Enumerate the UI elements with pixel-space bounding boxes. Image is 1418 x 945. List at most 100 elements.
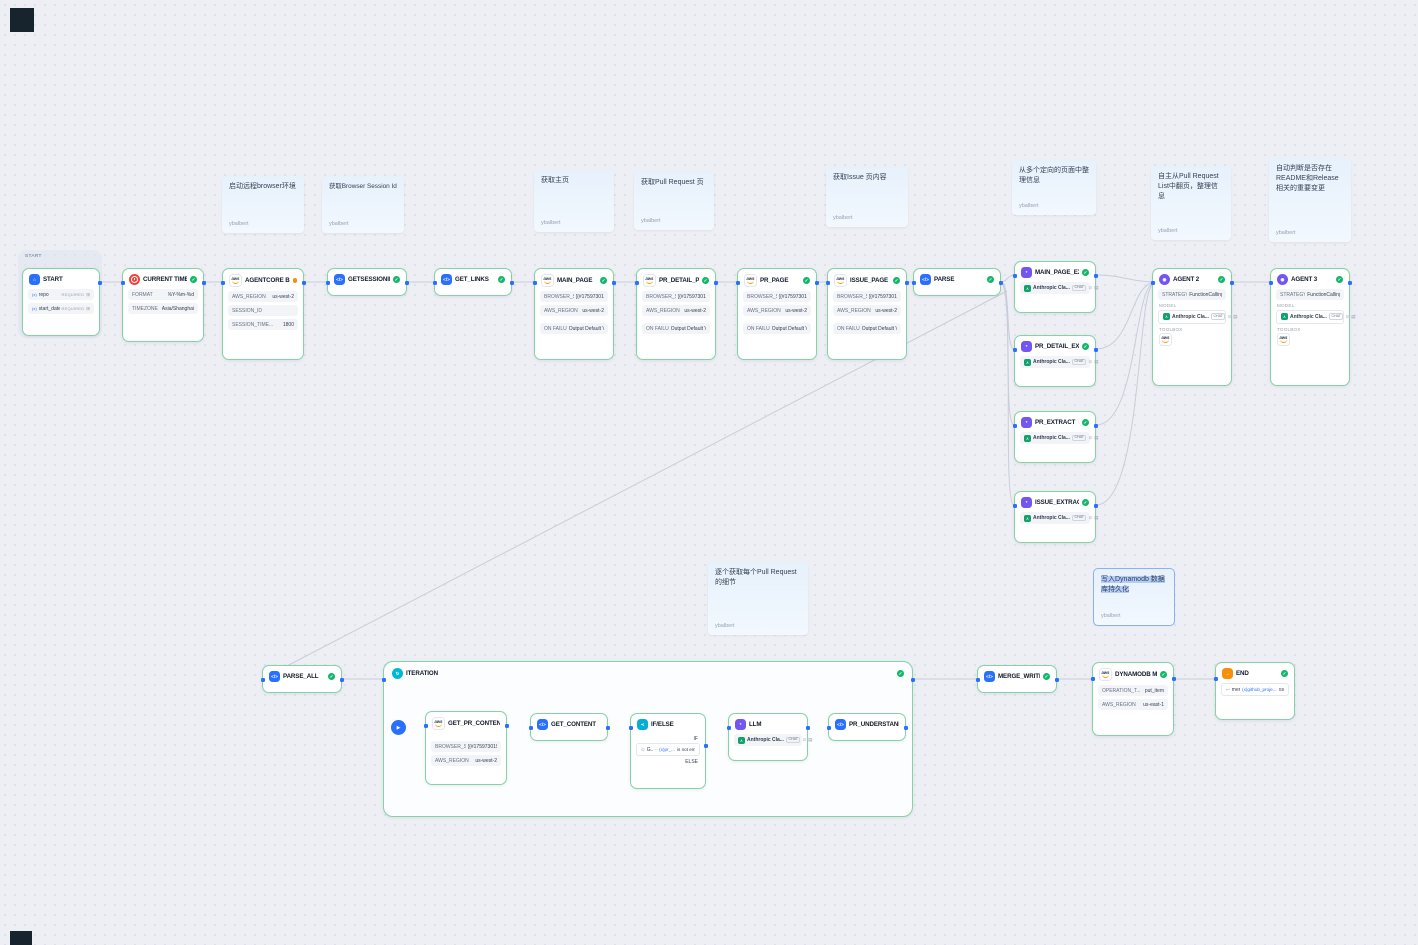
note-dynamodb[interactable]: 写入Dynamodb 数据库持久化 ybalbert [1093,568,1175,626]
input-port[interactable] [528,726,533,730]
input-port[interactable] [825,281,830,285]
input-port[interactable] [628,726,633,730]
output-port[interactable] [97,281,102,285]
input-port[interactable] [1268,281,1273,285]
input-port[interactable] [726,726,731,730]
output-port[interactable] [814,281,819,285]
config-row: BROWSER_SE...{{#1759730190... [642,291,710,302]
node-dynamodb-manager[interactable]: aws DYNAMODB MANAGER ✓ OPERATION_T...put… [1090,662,1176,736]
output-port[interactable] [1229,281,1234,285]
node-pr-detail-page[interactable]: aws PR_DETAIL_PAGE ✓ BROWSER_SE...{{#175… [634,268,718,360]
output-port[interactable] [1093,424,1098,428]
input-port[interactable] [325,281,330,285]
input-port[interactable] [1150,281,1155,285]
input-port[interactable] [1012,274,1017,278]
input-port[interactable] [1012,504,1017,508]
iteration-start-icon[interactable]: ▶ [391,720,406,735]
input-port[interactable] [1012,424,1017,428]
output-port[interactable] [504,724,509,728]
input-port[interactable] [260,678,265,682]
node-end[interactable]: → END ✓ ↩ merge... (x)github_proje... St… [1213,662,1295,720]
node-issue-extract[interactable]: * ISSUE_EXTRACT ✓ ∧ Anthropic Cla... CHA… [1012,491,1099,543]
output-port[interactable] [201,281,206,285]
output-port[interactable] [404,281,409,285]
input-port[interactable] [381,678,386,682]
note-issue-page[interactable]: 获取Issue 页内容 ybalbert [826,167,908,227]
success-check-icon: ✓ [1082,343,1089,350]
node-start[interactable]: ⌂ START (x) repo REQUIRED ⊞ (x) start_da… [22,268,102,336]
node-get-content[interactable]: </> GET_CONTENT [528,713,610,741]
output-port[interactable] [509,281,514,285]
settings-icon: ⊙ [1088,435,1093,440]
note-iteration[interactable]: 逐个获取每个Pull Request的细节 ybalbert [708,562,808,635]
input-port[interactable] [826,726,831,730]
input-port[interactable] [975,678,980,682]
output-port[interactable] [605,726,610,730]
doc-icon: ▤ [1094,359,1099,364]
input-port[interactable] [532,281,537,285]
node-agentcore-browser[interactable]: aws AGENTCORE BROWSER SE AWS_REGION us-w… [220,268,306,360]
node-getsessionid[interactable]: </> GETSESSIONID ✓ [325,268,409,296]
output-port[interactable] [904,281,909,285]
failure-row: ON FAILUREOutput Default Value [833,323,901,334]
output-port[interactable] [611,281,616,285]
output-row: ↩ merge... (x)github_proje... String [1221,683,1289,696]
node-title: CURRENT TIME [143,276,187,283]
input-port[interactable] [1213,677,1218,681]
input-port[interactable] [911,281,916,285]
input-port[interactable] [735,281,740,285]
node-get-links[interactable]: </> GET_LINKS ✓ [432,268,514,296]
note-pr-page[interactable]: 获取Pull Request 页 ybalbert [634,172,714,230]
note-agent3[interactable]: 自动判断是否存在README和Release相关的重要变更 ybalbert [1269,158,1351,242]
output-port[interactable] [1093,504,1098,508]
model-label: MODEL [1277,303,1295,308]
output-port[interactable] [1347,281,1352,285]
node-pr-understanding-parse[interactable]: </> PR_UNDERSTANDING_PARSE [826,713,908,741]
input-port[interactable] [634,281,639,285]
input-port[interactable] [120,281,125,285]
node-title: AGENT 2 [1173,276,1200,283]
output-port[interactable] [301,281,306,285]
node-parse-all[interactable]: </> PARSE_ALL ✓ [260,665,344,693]
output-port[interactable] [713,281,718,285]
output-port[interactable] [339,678,344,682]
node-pr-extract[interactable]: * PR_EXTRACT ✓ ∧ Anthropic Cla... CHAT ⊙… [1012,411,1099,463]
node-issue-page[interactable]: aws ISSUE_PAGE ✓ BROWSER_SE...{{#1759730… [825,268,909,360]
model-row: ∧ Anthropic Cla... CHAT ⊙▤ [1020,282,1099,294]
node-ifelse[interactable]: Y IF/ELSE IF ⊙ G... – (x)pr_... is not e… [628,713,708,789]
note-text: 写入Dynamodb 数据库持久化 [1101,576,1165,594]
output-port[interactable] [998,281,1003,285]
node-main-page[interactable]: aws MAIN_PAGE ✓ BROWSER_SE...{{#17597301… [532,268,616,360]
node-llm[interactable]: * LLM ∧ Anthropic Cla... CHAT ⊙▤ [726,713,813,761]
input-port[interactable] [423,724,428,728]
output-port[interactable] [903,726,908,730]
input-port[interactable] [220,281,225,285]
input-port[interactable] [432,281,437,285]
note-organize[interactable]: 从多个定向的页面中整理信息 ybalbert [1012,160,1096,215]
success-check-icon: ✓ [600,277,607,284]
note-session-id[interactable]: 获取Browser Session Id ybalbert [322,176,404,233]
node-parse[interactable]: </> PARSE ✓ [911,268,1003,296]
note-agent2[interactable]: 自主从Pull Request List中翻页，整理信息 ybalbert [1151,166,1231,240]
output-port[interactable] [1054,678,1059,682]
node-current-time[interactable]: CURRENT TIME ✓ FORMAT %Y-%m-%d TIMEZONE … [120,268,206,342]
node-pr-detail-extract[interactable]: * PR_DETAIL_EXTRACT ✓ ∧ Anthropic Cla...… [1012,335,1099,387]
node-get-pr-content[interactable]: aws GET_PR_CONTENT BROWSER_SE...{{#17597… [423,711,509,785]
if-branch-port[interactable] [703,744,708,748]
output-port[interactable] [1093,348,1098,352]
note-main-page[interactable]: 获取主页 ybalbert [534,170,614,232]
output-port[interactable] [1093,274,1098,278]
note-browser-env[interactable]: 启动远程browser环境 ybalbert [222,176,304,233]
node-main-page-extract[interactable]: * MAIN_PAGE_EXTRACT ✓ ∧ Anthropic Cla...… [1012,261,1099,313]
output-port[interactable] [910,678,915,682]
input-port[interactable] [1012,348,1017,352]
node-merge-write[interactable]: </> MERGE_WRITE ✓ [975,665,1059,693]
output-port[interactable] [805,726,810,730]
input-port[interactable] [1090,677,1095,681]
node-pr-page[interactable]: aws PR_PAGE ✓ BROWSER_SE...{{#1759730190… [735,268,819,360]
output-port[interactable] [1171,677,1176,681]
